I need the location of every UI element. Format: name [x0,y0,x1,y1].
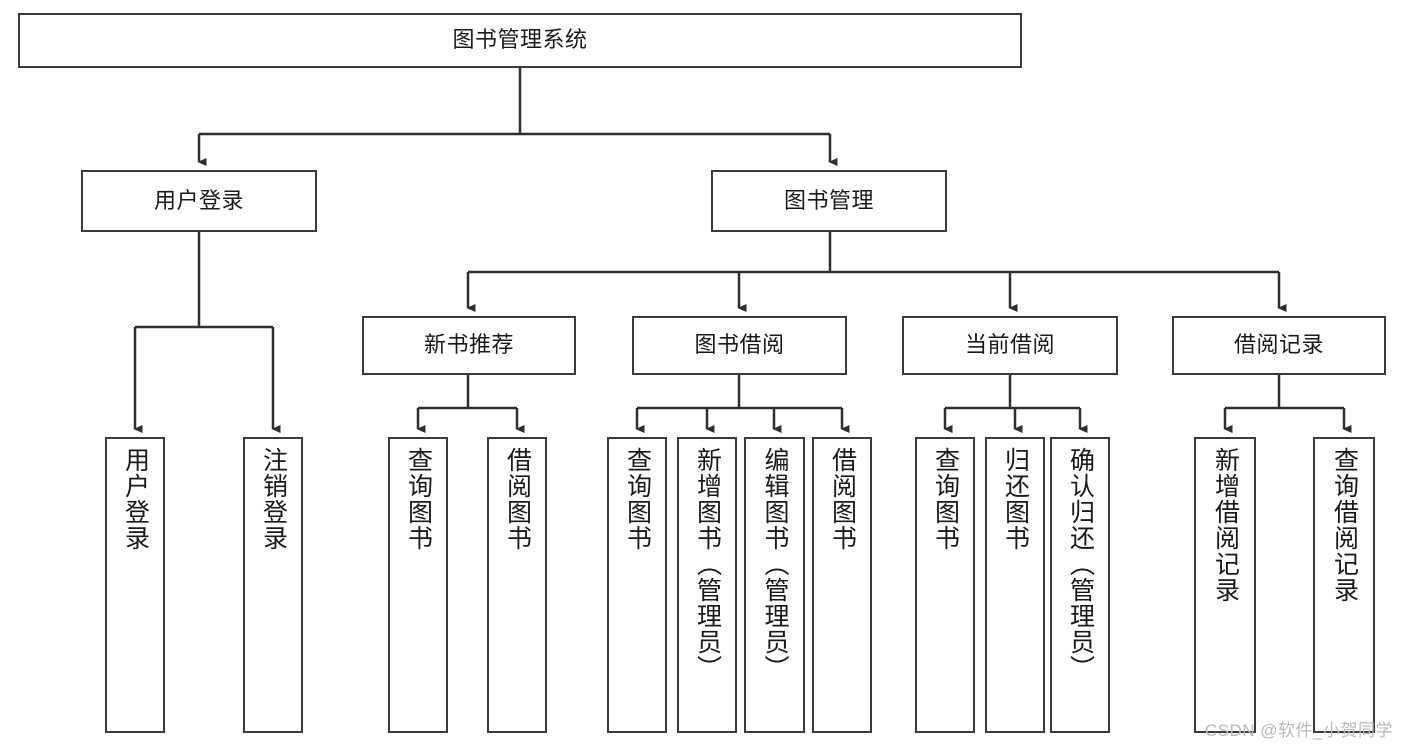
node-leaf-user-login[interactable]: 用户登录 [105,437,165,733]
node-label-leaf-query-book-cur: 查询图书 [931,447,960,551]
node-label-leaf-edit-book: 编辑图书（管理员） [761,447,789,681]
node-label-leaf-confirm-return: 确认归还（管理员） [1066,447,1095,681]
node-leaf-query-record[interactable]: 查询借阅记录 [1313,437,1375,733]
node-leaf-query-book-borrow[interactable]: 查询图书 [607,437,667,733]
node-leaf-add-record[interactable]: 新增借阅记录 [1194,437,1256,733]
node-label-leaf-user-logout: 注销登录 [259,447,288,551]
node-label-leaf-query-book-rec: 查询图书 [404,447,433,551]
node-label-new-book-recommend: 新书推荐 [423,332,514,358]
node-label-borrow-record: 借阅记录 [1233,332,1324,358]
node-label-leaf-user-login: 用户登录 [121,447,150,551]
node-user-login[interactable]: 用户登录 [81,170,317,232]
node-new-book-recommend[interactable]: 新书推荐 [362,316,576,375]
node-leaf-return-book[interactable]: 归还图书 [985,437,1045,733]
node-label-leaf-add-record: 新增借阅记录 [1211,447,1240,603]
node-book-borrow[interactable]: 图书借阅 [632,316,847,375]
node-leaf-query-book-rec[interactable]: 查询图书 [388,437,448,733]
node-leaf-user-logout[interactable]: 注销登录 [243,437,303,733]
node-borrow-record[interactable]: 借阅记录 [1172,316,1386,375]
node-label-leaf-query-book-borrow: 查询图书 [623,447,652,551]
node-label-leaf-borrow-book-rec: 借阅图书 [503,447,532,551]
node-leaf-borrow-book-rec[interactable]: 借阅图书 [487,437,547,733]
node-leaf-edit-book[interactable]: 编辑图书（管理员） [744,437,805,733]
node-label-leaf-add-book: 新增图书（管理员） [693,447,722,681]
node-root[interactable]: 图书管理系统 [18,13,1022,68]
node-book-manage[interactable]: 图书管理 [711,170,947,232]
node-label-book-manage: 图书管理 [783,187,874,213]
node-current-borrow[interactable]: 当前借阅 [902,316,1118,375]
node-label-root: 图书管理系统 [452,27,588,53]
node-label-user-login: 用户登录 [153,187,244,213]
node-leaf-query-book-cur[interactable]: 查询图书 [915,437,975,733]
node-label-book-borrow: 图书借阅 [694,332,785,358]
node-leaf-add-book[interactable]: 新增图书（管理员） [677,437,737,733]
node-label-leaf-return-book: 归还图书 [1001,447,1030,551]
node-label-leaf-query-record: 查询借阅记录 [1330,447,1359,603]
csdn-watermark: CSDN @软件_小贺同学 [1204,721,1393,740]
node-label-current-borrow: 当前借阅 [964,332,1055,358]
node-label-leaf-borrow-book: 借阅图书 [828,447,857,551]
node-leaf-confirm-return[interactable]: 确认归还（管理员） [1050,437,1110,733]
node-leaf-borrow-book[interactable]: 借阅图书 [812,437,872,733]
